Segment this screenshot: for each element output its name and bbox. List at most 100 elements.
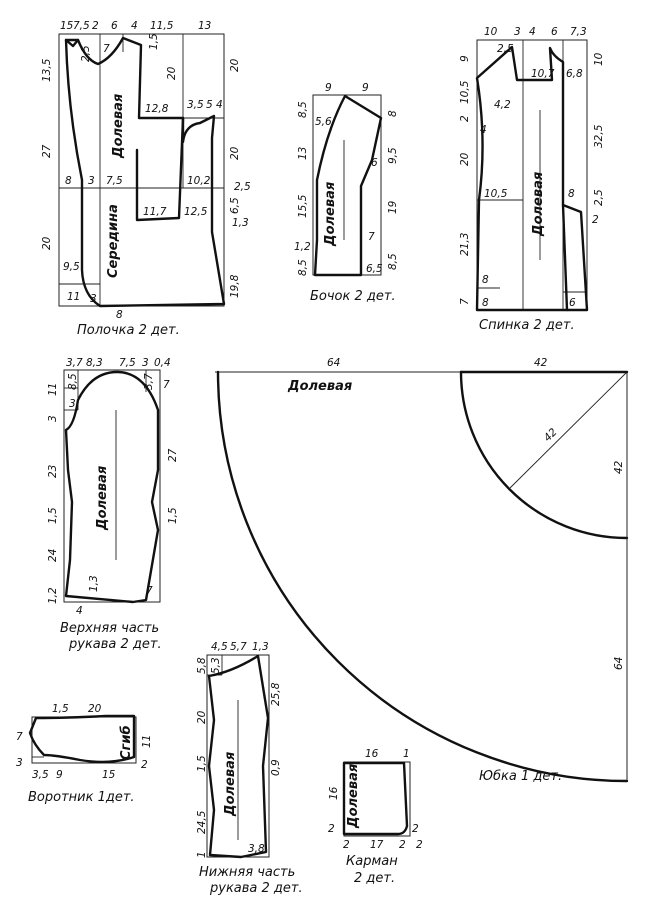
back-dim-6b: 6: [569, 297, 576, 309]
side-dim-8-5: 8,5: [297, 101, 309, 118]
side-dim-9-5: 9,5: [387, 147, 399, 164]
side-dim-8: 8: [387, 110, 399, 117]
back-dim-8: 8: [568, 188, 575, 200]
pocket-name-line1: Карман: [346, 854, 398, 869]
skirt-piece-name: Юбка 1 дет.: [479, 769, 562, 784]
pocket-dim-2a: 2: [328, 823, 335, 835]
back-dim-10-5: 10,5: [459, 80, 471, 104]
collar-piece-name: Воротник 1дет.: [28, 790, 135, 805]
side-piece-name: Бочок 2 дет.: [310, 289, 396, 304]
pocket-dim-2b: 2: [412, 823, 419, 835]
back-waist-seam: [561, 203, 569, 312]
collar-fold-label: Сгиб: [119, 725, 134, 760]
back-dim-10-5b: 10,5: [484, 188, 508, 200]
us-dim-4: 4: [76, 605, 83, 617]
side-outline: [313, 94, 383, 277]
front-dim-4b: 4: [216, 99, 223, 111]
us-dim-8-5: 8,5: [67, 373, 79, 390]
skirt-hem-arc: [216, 370, 629, 783]
back-dim-10b: 10: [593, 52, 605, 66]
front-grain-label: Долевая: [111, 94, 126, 159]
collar-dim-20: 20: [88, 703, 102, 715]
front-dim-2: 2: [92, 20, 99, 32]
front-dim-11-5: 11,5: [150, 20, 174, 32]
us-dim-0-4: 0,4: [154, 357, 171, 369]
back-dim-20: 20: [459, 152, 471, 166]
skirt-dim-64b: 64: [613, 657, 625, 670]
front-dim-1-5: 1,5: [148, 33, 160, 50]
skirt-radius-line: [509, 371, 628, 489]
front-dim-19-8: 19,8: [229, 274, 241, 298]
us-dim-8-3: 8,3: [86, 357, 103, 369]
pocket-dim-1: 1: [403, 748, 410, 760]
front-dim-13-5: 13,5: [41, 58, 53, 82]
pocket-dim-16b: 16: [328, 786, 340, 800]
front-dim-13: 13: [198, 20, 211, 32]
us-dim-23: 23: [47, 465, 59, 478]
ls-dim-1: 1: [196, 851, 208, 858]
us-dim-7-5: 7,5: [119, 357, 136, 369]
ls-dim-24-5: 24,5: [196, 810, 208, 834]
front-dim-7-5: 7,5: [73, 20, 90, 32]
ls-dim-25-8: 25,8: [270, 682, 282, 706]
ls-dim-5-3: 5,3: [210, 657, 222, 674]
back-outline: [475, 45, 589, 312]
pocket-dim-17: 17: [370, 839, 384, 851]
back-dim-4-2: 4,2: [494, 99, 511, 111]
back-dim-3: 3: [514, 26, 521, 38]
side-dim-9b: 9: [362, 82, 369, 94]
side-dim-5-6: 5,6: [315, 116, 332, 128]
us-dim-3c: 3: [47, 415, 59, 422]
front-dim-20b: 20: [229, 58, 241, 72]
front-dim-1-3: 1,3: [232, 217, 249, 229]
us-dim-11: 11: [47, 383, 59, 396]
ls-dim-4-5: 4,5: [211, 641, 228, 653]
back-dim-10: 10: [484, 26, 498, 38]
side-dim-6-5: 6,5: [366, 263, 383, 275]
back-dim-2: 2: [459, 115, 471, 122]
side-dim-6: 6: [371, 157, 378, 169]
upper-sleeve-name-line2: рукава 2 дет.: [68, 637, 162, 652]
pocket-name-line2: 2 дет.: [354, 871, 395, 886]
front-dim-4: 4: [131, 20, 138, 32]
back-dim-21-3: 21,3: [459, 233, 471, 256]
side-dim-7: 7: [368, 231, 375, 243]
side-dim-8-5c: 8,5: [387, 253, 399, 270]
front-dim-2-5: 2,5: [80, 45, 92, 62]
ls-dim-0-9: 0,9: [270, 759, 282, 776]
back-piece-name: Спинка 2 дет.: [479, 318, 575, 333]
back-dim-8c: 8: [482, 297, 489, 309]
front-dim-8: 8: [65, 175, 72, 187]
front-dim-20c: 20: [229, 146, 241, 160]
back-dim-2b: 2: [592, 214, 599, 226]
piece-collar: 1,5 20 7 11 3 3,5 9 15 2 Сгиб Воротник 1…: [16, 703, 153, 805]
front-dim-20d: 20: [41, 236, 53, 250]
collar-dim-15: 15: [102, 769, 116, 781]
us-dim-3-7: 3,7: [66, 357, 83, 369]
front-dim-6: 6: [111, 20, 118, 32]
back-grain-label: Долевая: [531, 172, 546, 237]
collar-dim-1-5: 1,5: [52, 703, 69, 715]
piece-under-sleeve: 4,5 5,7 1,3 5,8 5,3 20 25,8 1,5 0,9 24,5…: [196, 641, 303, 896]
us-dim-24: 24: [47, 549, 59, 562]
collar-dim-9: 9: [56, 769, 63, 781]
ls-dim-3-8: 3,8: [248, 843, 265, 855]
front-dim-8b: 8: [116, 309, 123, 321]
upper-sleeve-grain-label: Долевая: [95, 466, 110, 531]
collar-dim-7: 7: [16, 731, 23, 743]
us-dim-1-3: 1,3: [88, 575, 100, 592]
us-dim-27: 27: [167, 448, 179, 462]
collar-dim-3: 3: [16, 757, 23, 769]
back-dim-8b: 8: [482, 274, 489, 286]
side-dim-1-2: 1,2: [294, 241, 311, 253]
us-dim-7: 7: [163, 379, 170, 391]
back-dim-2-5: 2,5: [497, 43, 514, 55]
ls-dim-1-3: 1,3: [252, 641, 269, 653]
front-dim-27: 27: [41, 144, 53, 158]
front-dim-9-5: 9,5: [63, 261, 80, 273]
skirt-grain-label: Долевая: [287, 379, 352, 394]
side-grain-label: Долевая: [323, 182, 338, 247]
side-dim-13: 13: [297, 147, 309, 160]
